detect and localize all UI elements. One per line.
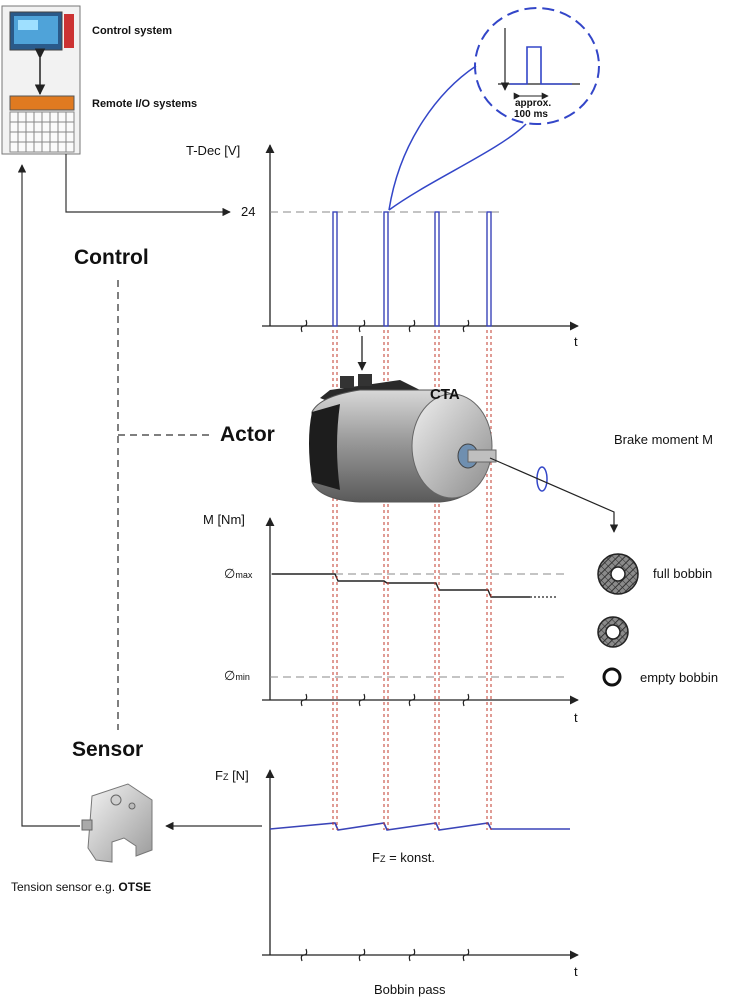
moment-ylabel: M [Nm] — [203, 512, 245, 527]
force-break-2 — [358, 948, 366, 962]
empty-bobbin-label: empty bobbin — [640, 670, 719, 685]
force-ylabel-main: F — [215, 768, 223, 783]
fz-konst-f: F — [372, 850, 380, 865]
moment-tick-max-symbol: ∅ — [224, 566, 236, 581]
tdec-ylabel: T-Dec [V] — [186, 143, 241, 158]
servo-motor — [309, 374, 497, 503]
pulse-approx-label: approx. — [515, 98, 552, 109]
tdec-break-2 — [358, 319, 366, 333]
moment-tick-min: ∅min — [224, 668, 250, 684]
moment-break-2 — [358, 693, 366, 707]
tdec-tick-24: 24 — [241, 204, 256, 219]
tdec-xlabel: t — [574, 334, 578, 349]
actor-label: Actor — [220, 423, 275, 446]
moment-tick-max-sub: max — [235, 570, 253, 580]
zoom-pulse — [510, 46, 572, 85]
fz-konst-sub: Z — [379, 854, 386, 864]
control-system-label: Control system — [92, 25, 173, 37]
tension-sensor-label: Tension sensor e.g. OTSE — [11, 880, 151, 894]
bobbin-medium — [597, 616, 629, 648]
bobbin-empty — [602, 667, 622, 687]
moment-xlabel: t — [574, 710, 578, 725]
pulse-zoom — [388, 7, 600, 211]
fz-konst-label: FZ = konst. — [372, 850, 435, 865]
force-ylabel-sub: Z — [222, 772, 229, 782]
moment-tick-min-symbol: ∅ — [224, 668, 236, 683]
tdec-pulse-1 — [332, 211, 338, 327]
force-ylabel: FZ [N] — [215, 768, 249, 783]
pulse-ms-label: 100 ms — [514, 109, 548, 120]
tension-sensor-prefix: Tension sensor e.g. — [11, 880, 119, 894]
brake-moment-label: Brake moment M — [614, 432, 713, 447]
moment-tick-max: ∅max — [224, 566, 252, 582]
remote-io-label: Remote I/O systems — [92, 98, 198, 110]
tension-sensor-name: OTSE — [118, 880, 152, 894]
moment-break-1 — [300, 693, 308, 707]
control-cabinet — [1, 5, 81, 155]
full-bobbin-label: full bobbin — [653, 566, 713, 581]
tdec-break-3 — [408, 319, 416, 333]
force-break-1 — [300, 948, 308, 962]
control-output-wire — [65, 154, 231, 217]
bobbin-full — [597, 553, 639, 595]
cta-label: CTA — [430, 386, 460, 403]
force-ylabel-unit: [N] — [228, 768, 249, 783]
tdec-pulse-2 — [383, 211, 389, 327]
moment-break-3 — [408, 693, 416, 707]
brake-moment-pointer — [489, 457, 619, 533]
chart-tdec — [262, 144, 579, 333]
fz-konst-suffix: = konst. — [385, 850, 435, 865]
sensor-feedback-wire — [17, 164, 80, 827]
chart-moment — [262, 517, 579, 707]
force-xlabel: t — [574, 964, 578, 979]
force-sawtooth — [269, 822, 570, 831]
tdec-break-1 — [300, 319, 308, 333]
tdec-pulse-4 — [486, 211, 492, 327]
chart-force — [262, 769, 579, 962]
force-break-4 — [462, 948, 470, 962]
bobbin-pass-label: Bobbin pass — [374, 982, 446, 997]
tension-sensor-device — [81, 783, 153, 863]
moment-break-4 — [462, 693, 470, 707]
moment-tick-min-sub: min — [235, 672, 250, 682]
tdec-break-4 — [462, 319, 470, 333]
force-break-3 — [408, 948, 416, 962]
pulse-sync-lines — [332, 330, 492, 830]
tdec-pulse-3 — [434, 211, 440, 327]
control-label: Control — [74, 246, 149, 269]
sensor-label: Sensor — [72, 738, 144, 761]
